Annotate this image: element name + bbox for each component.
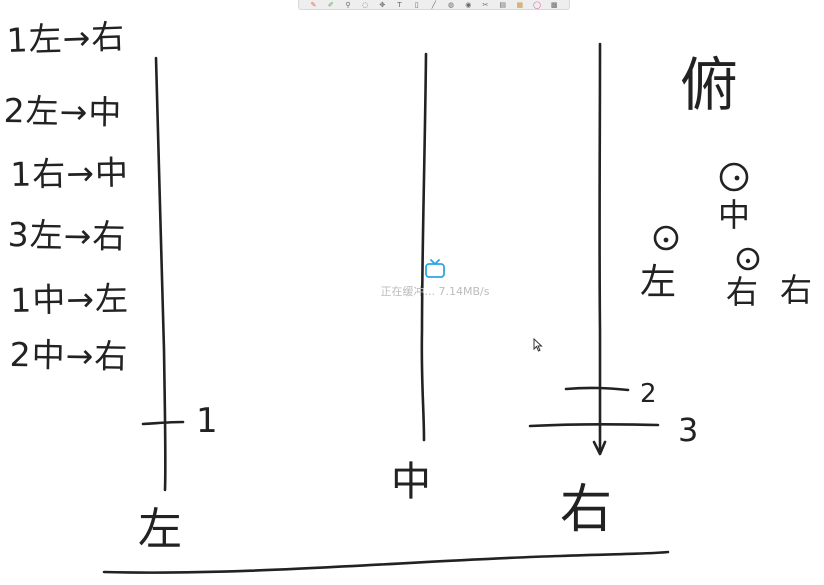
image-icon[interactable]: ▦ (516, 0, 524, 9)
page-icon[interactable]: ▤ (499, 0, 506, 9)
disk-1 (141, 420, 185, 426)
text-icon[interactable]: T (397, 0, 402, 9)
ring-2 (653, 225, 679, 251)
disk-number-1: 1 (196, 401, 219, 441)
peg-label-middle: 中 (391, 459, 432, 505)
shape-icon[interactable]: ◍ (448, 0, 455, 9)
peg-arrow-head (592, 440, 607, 456)
marker-icon[interactable]: ✐ (327, 0, 334, 9)
top-view-right-label-a: 右 (726, 273, 760, 311)
ring-1 (719, 162, 749, 192)
mouse-cursor-icon (533, 338, 543, 352)
step-1: 1左→右 (5, 16, 126, 60)
pointer-icon[interactable]: ◉ (465, 0, 472, 9)
disk-number-2: 2 (640, 379, 658, 409)
ring-3 (736, 247, 760, 271)
color-wheel-icon[interactable]: ◯ (533, 0, 541, 9)
top-view-left-label: 左 (640, 262, 678, 303)
disk-number-3: 3 (678, 411, 700, 449)
step-5: 1中→左 (9, 278, 130, 320)
drawing-toolbar: ✎ ✐ ⚲ ◌ ✥ T ▯ ╱ ◍ ◉ ✂ ▤ ▦ ◯ ▩ (298, 0, 570, 10)
peg-label-left: 左 (138, 504, 183, 555)
step-3: 1右→中 (9, 152, 130, 194)
eraser-icon[interactable]: ▯ (414, 0, 419, 9)
step-6: 2中→右 (9, 335, 129, 377)
grid-icon[interactable]: ▩ (550, 0, 558, 9)
tv-icon (425, 259, 445, 278)
middle-peg (420, 52, 428, 442)
video-buffering-overlay: 正在缓冲... 7.14MB/s (362, 258, 508, 304)
lasso-icon[interactable]: ◌ (362, 0, 369, 9)
line-icon[interactable]: ╱ (431, 0, 437, 9)
peg-label-right: 右 (560, 480, 614, 540)
disk-2 (564, 386, 630, 392)
top-view-right-label-b: 右 (780, 271, 814, 309)
disk-3 (528, 423, 660, 428)
step-2: 2左→中 (3, 91, 123, 133)
scissors-icon[interactable]: ✂ (482, 0, 489, 9)
top-view-middle-label: 中 (718, 196, 752, 234)
top-view-title: 俯 (680, 51, 740, 119)
pen-icon[interactable]: ✎ (310, 0, 317, 9)
left-peg (154, 56, 167, 492)
base-line (102, 550, 670, 574)
buffering-status: 正在缓冲... 7.14MB/s (380, 285, 490, 298)
zoom-icon[interactable]: ⚲ (345, 0, 351, 9)
move-icon[interactable]: ✥ (379, 0, 386, 9)
step-4: 3左→右 (7, 215, 127, 257)
